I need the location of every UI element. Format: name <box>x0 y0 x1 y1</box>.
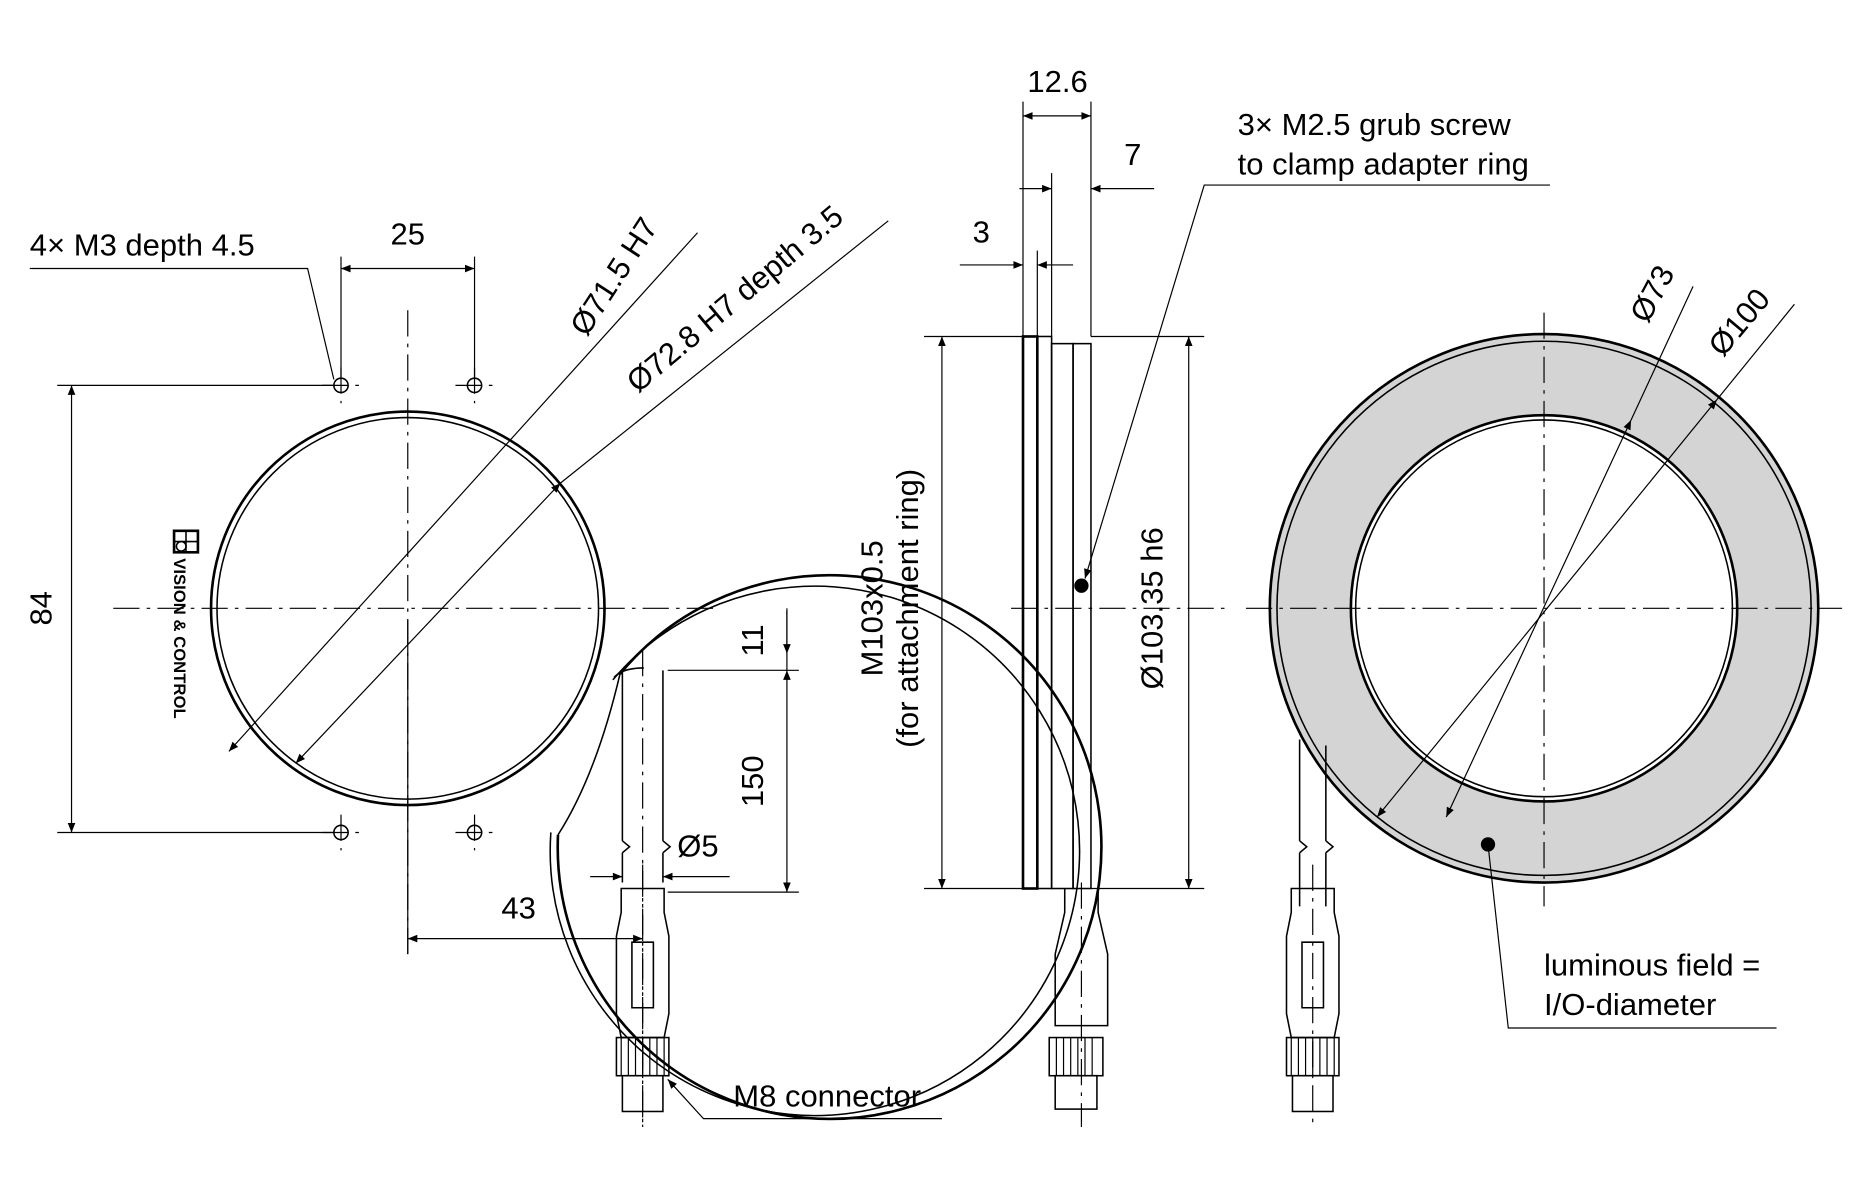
dimension-label: M103x0.5 <box>854 540 889 676</box>
dimension-label: 43 <box>501 890 535 925</box>
dimension-label: 84 <box>23 591 58 625</box>
outer-ring <box>556 573 1103 1121</box>
dimension-label: luminous field = <box>1544 948 1760 983</box>
mounting-holes <box>321 367 494 851</box>
cable <box>613 667 672 883</box>
dimension-label: 4× M3 depth 4.5 <box>30 227 255 262</box>
m8-connector-rear <box>1285 863 1340 1128</box>
dimension-label: VISION & CONTROL <box>170 558 189 718</box>
side-view: 12.6 7 3 M103x0.5 (for attachment ring) … <box>854 64 1550 1127</box>
dimension-label: (for attachment ring) <box>890 469 925 748</box>
dimension-label: Ø5 <box>677 828 718 863</box>
dimension-label: 25 <box>391 217 425 252</box>
dimension-label: Ø100 <box>1701 282 1777 363</box>
dimension-label: 150 <box>735 755 770 807</box>
dimension-label: I/O-diameter <box>1544 987 1716 1022</box>
dimension-label: Ø103.35 h6 <box>1135 527 1170 689</box>
front-view: VISION & CONTROL 25 4× M3 depth 4.5 84 Ø… <box>23 198 1103 1128</box>
logo: VISION & CONTROL <box>170 529 200 719</box>
dimension-label: 3 <box>973 214 990 249</box>
rear-view: Ø73 Ø100 luminous field = I/O-diameter <box>1245 260 1843 1128</box>
dimension-label: 11 <box>735 624 770 656</box>
dimension-label: Ø71.5 H7 <box>563 211 665 341</box>
dimension-label: Ø73 <box>1623 260 1681 328</box>
field-dot <box>1480 837 1496 852</box>
dimension-label: 3× M2.5 grub screw <box>1238 107 1512 142</box>
dimension-label: M8 connector <box>733 1079 921 1114</box>
dimension-label: 7 <box>1124 137 1141 172</box>
dimension-label: 12.6 <box>1027 64 1087 99</box>
dimension-label: to clamp adapter ring <box>1238 146 1529 181</box>
grub-screw-dot <box>1074 578 1089 593</box>
